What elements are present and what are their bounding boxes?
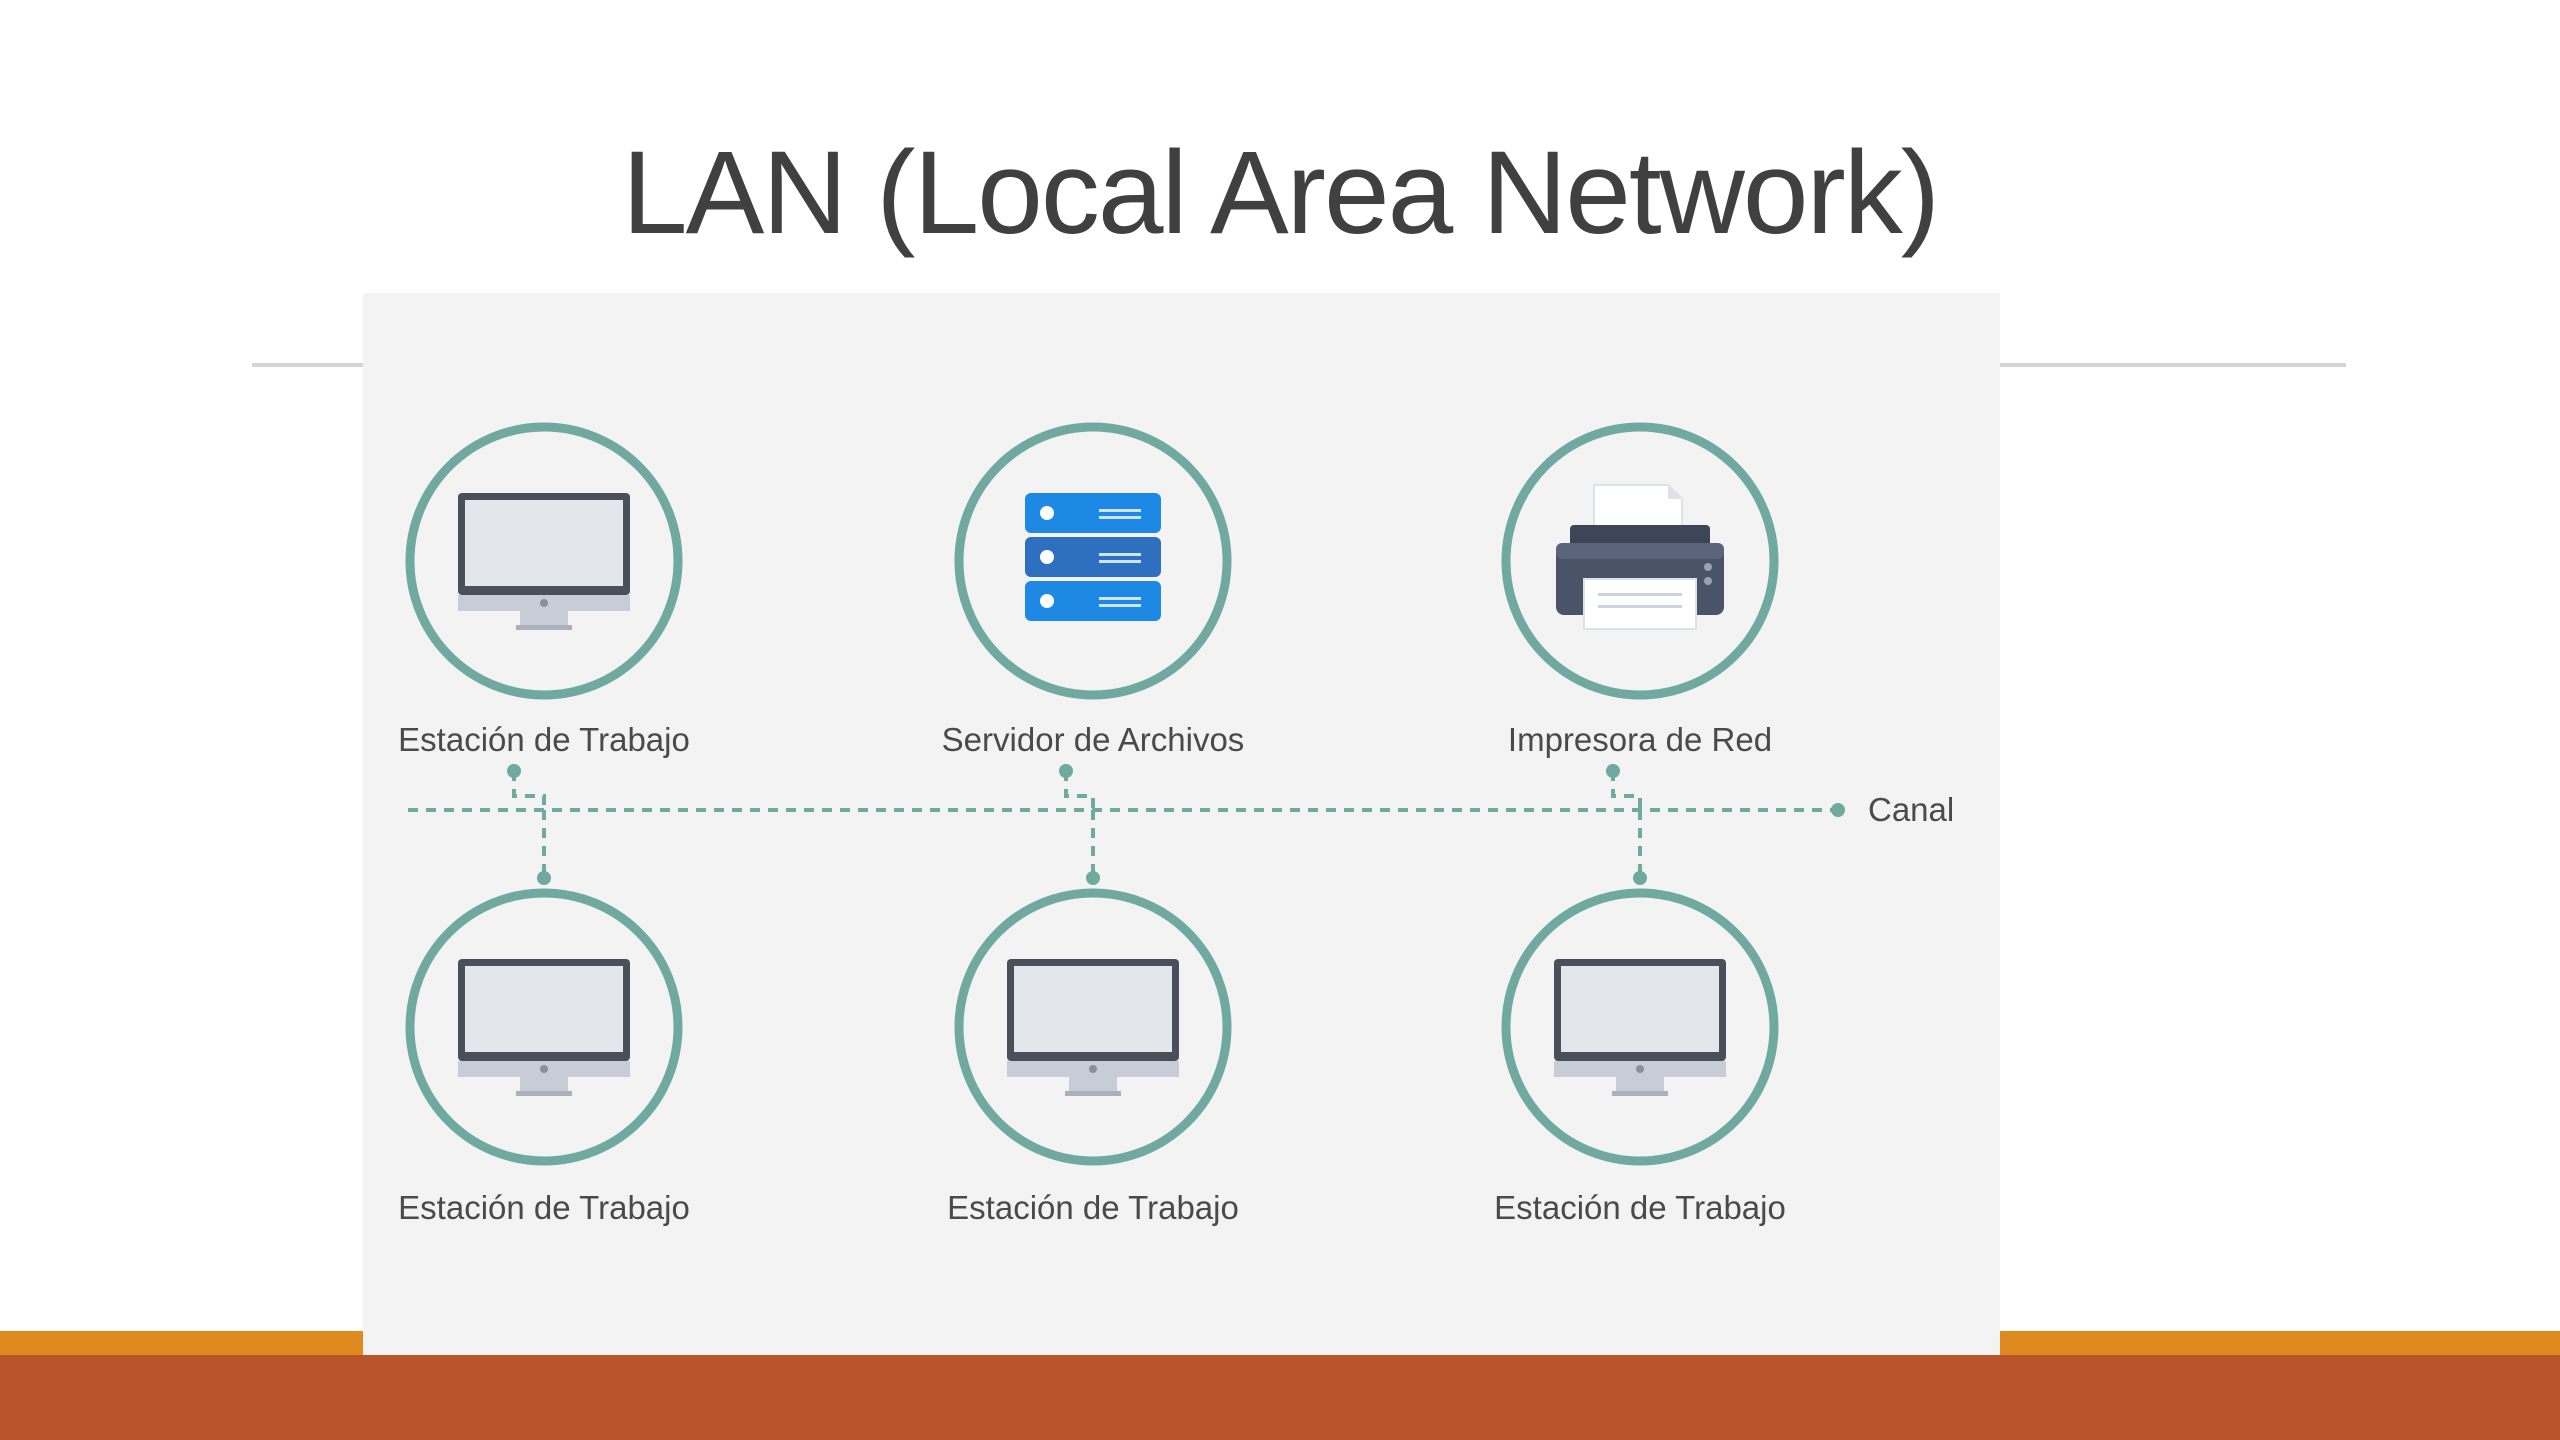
node-workstation-bottom-1 [405, 888, 683, 1166]
node-workstation-bottom-2 [954, 888, 1232, 1166]
slide-title: LAN (Local Area Network) [621, 127, 1940, 259]
node-network-printer [1501, 422, 1779, 700]
node-label: Estación de Trabajo [1494, 1189, 1786, 1226]
monitor-icon [458, 493, 630, 630]
diagram-canvas [405, 422, 1845, 1166]
footer-band [0, 1355, 2560, 1440]
node-label: Estación de Trabajo [398, 721, 690, 758]
node-label: Estación de Trabajo [398, 1189, 690, 1226]
bottom-connectors [542, 810, 1642, 878]
node-file-server [954, 422, 1232, 700]
monitor-icon [1007, 959, 1179, 1096]
canal-bus-line [408, 803, 1845, 817]
lan-diagram: Estación de Trabajo Servidor de Archivos… [363, 293, 2000, 1355]
node-workstation-top [405, 422, 683, 700]
node-label: Estación de Trabajo [947, 1189, 1239, 1226]
top-connectors [512, 771, 1642, 810]
node-workstation-bottom-3 [1501, 888, 1779, 1166]
bottom-connector-dots [537, 871, 1647, 885]
monitor-icon [458, 959, 630, 1096]
server-icon [1025, 493, 1161, 621]
node-label: Impresora de Red [1507, 721, 1773, 758]
canal-label: Canal [1868, 791, 1955, 828]
top-connector-dots [507, 764, 1620, 778]
node-label: Servidor de Archivos [941, 721, 1245, 758]
monitor-icon [1554, 959, 1726, 1096]
